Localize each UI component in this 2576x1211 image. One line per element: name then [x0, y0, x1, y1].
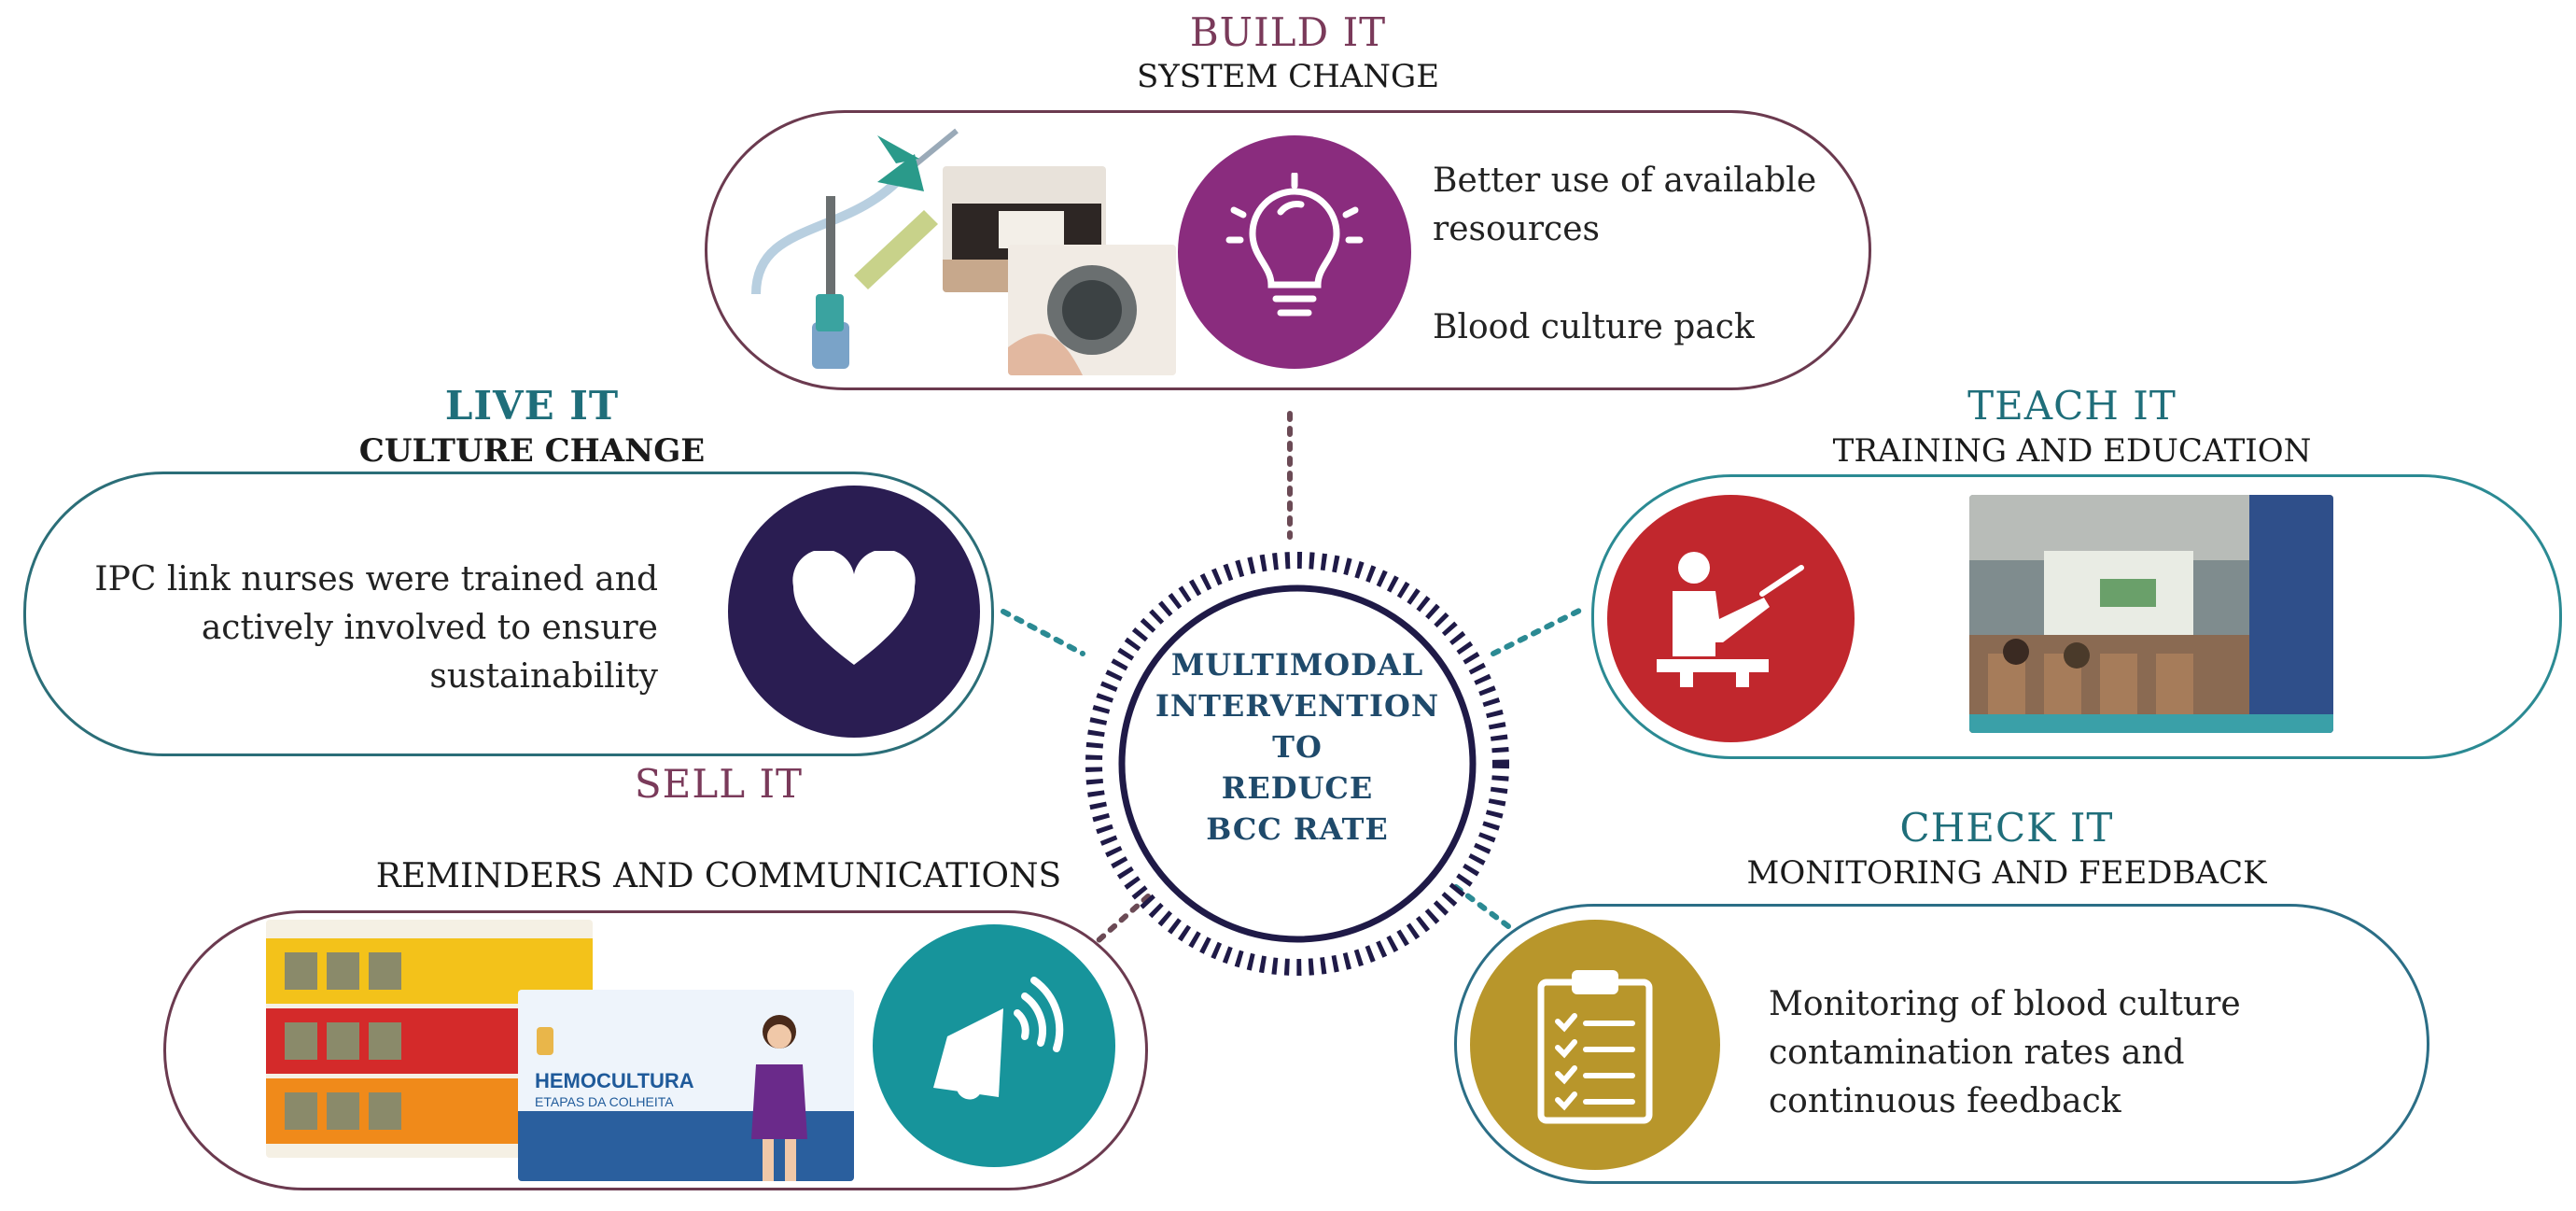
butterfly-needle-image — [751, 128, 959, 369]
center-line-1: MULTIMODAL — [1170, 647, 1424, 683]
center-ring — [1085, 552, 1509, 976]
training-room-photo — [1969, 495, 2333, 733]
hemocultura-subtitle: ETAPAS DA COLHEITA — [535, 1094, 674, 1109]
bottle-cap-image — [1008, 245, 1176, 375]
check-text: Monitoring of blood culture contaminatio… — [1769, 985, 2241, 1120]
clipboard-icon — [1537, 970, 1653, 1124]
build-subtitle: SYSTEM CHANGE — [1136, 58, 1440, 95]
sell-icon-circle — [873, 924, 1115, 1167]
live-subtitle: CULTURE CHANGE — [358, 432, 706, 470]
teach-icon-circle — [1607, 495, 1855, 742]
build-text-1: Better use of available resources — [1433, 162, 1817, 248]
heart-icon — [792, 551, 916, 665]
live-icon-circle — [728, 486, 980, 738]
hemocultura-title: HEMOCULTURA — [535, 1069, 694, 1092]
center-line-3: TO — [1272, 729, 1323, 765]
live-text: IPC link nurses were trained and activel… — [94, 560, 658, 696]
build-text-2: Blood culture pack — [1433, 308, 1755, 346]
center-line-5: BCC RATE — [1206, 811, 1389, 847]
sell-title: SELL IT — [634, 761, 804, 807]
connector-teach — [1491, 604, 1589, 656]
lightbulb-icon — [1225, 173, 1364, 317]
teach-subtitle: TRAINING AND EDUCATION — [1832, 432, 2312, 470]
sell-subtitle: REMINDERS AND COMMUNICATIONS — [375, 857, 1062, 895]
center-line-4: REDUCE — [1221, 770, 1374, 806]
live-title: LIVE IT — [444, 383, 620, 429]
check-subtitle: MONITORING AND FEEDBACK — [1746, 854, 2267, 892]
check-icon-circle — [1470, 920, 1720, 1170]
connector-live — [1001, 609, 1085, 656]
build-title: BUILD IT — [1189, 9, 1387, 55]
teacher-icon — [1656, 551, 1804, 687]
check-title: CHECK IT — [1899, 805, 2114, 851]
teach-title: TEACH IT — [1967, 383, 2177, 429]
build-icon-circle — [1178, 135, 1411, 369]
hemocultura-slide: HEMOCULTURA ETAPAS DA COLHEITA — [518, 990, 854, 1181]
center-line-2: INTERVENTION — [1155, 688, 1440, 724]
megaphone-icon — [933, 977, 1064, 1100]
center-label: MULTIMODAL INTERVENTION TO REDUCE BCC RA… — [1111, 644, 1484, 850]
